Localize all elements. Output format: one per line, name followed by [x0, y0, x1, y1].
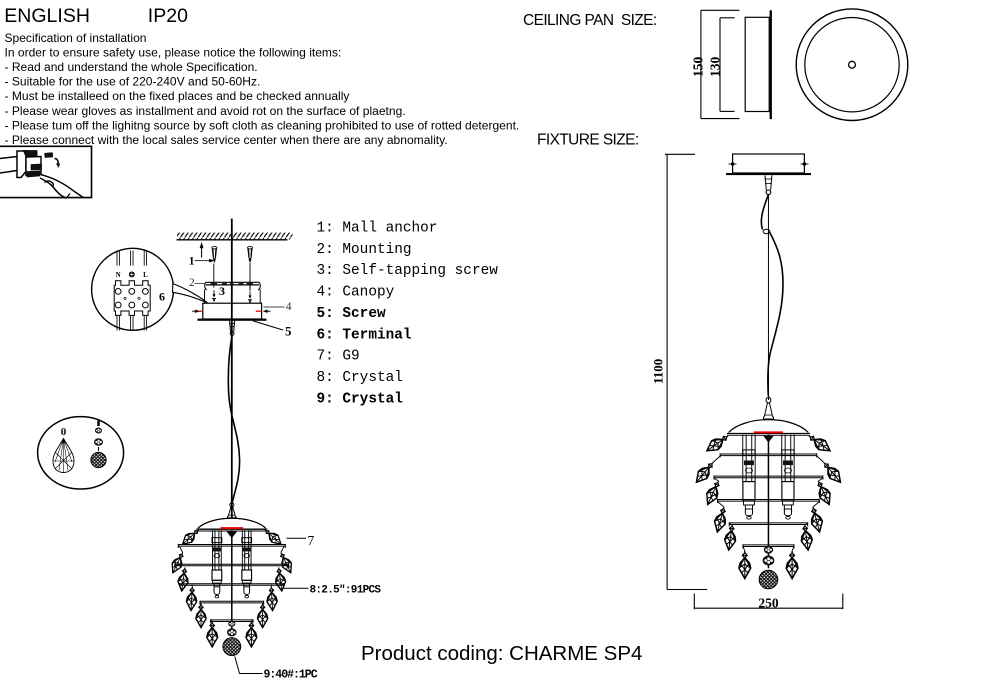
svg-text:150: 150 [691, 57, 706, 78]
svg-text:4: 4 [286, 301, 292, 313]
svg-text:6: 6 [159, 289, 165, 303]
svg-text:4: Canopy: 4: Canopy [317, 285, 395, 301]
svg-text:In order to ensure safety use,: In order to ensure safety use, please no… [5, 46, 342, 60]
svg-text:N: N [116, 271, 121, 279]
svg-text:Specification of installation: Specification of installation [5, 31, 147, 45]
svg-text:1: 1 [189, 255, 195, 267]
svg-text:8: Crystal: 8: Crystal [317, 370, 403, 386]
svg-text:9:40#:1PC: 9:40#:1PC [264, 669, 318, 682]
svg-text:- Please wear gloves as instal: - Please wear gloves as installment and … [5, 104, 406, 118]
svg-text:Product coding: CHARME SP4: Product coding: CHARME SP4 [361, 642, 642, 665]
svg-text:5: Screw: 5: Screw [317, 306, 386, 322]
svg-text:FIXTURE SIZE:: FIXTURE SIZE: [537, 132, 639, 149]
svg-text:CEILING PAN SIZE:: CEILING PAN SIZE: [523, 12, 657, 29]
svg-text:6: Terminal: 6: Terminal [317, 327, 412, 343]
svg-text:3: 3 [219, 284, 225, 298]
svg-text:- Please tum off the lighitng: - Please tum off the lighitng source by … [5, 118, 520, 132]
svg-text:9: Crystal: 9: Crystal [317, 391, 404, 407]
svg-text:2: Mounting: 2: Mounting [317, 242, 412, 258]
svg-text:7: G9: 7: G9 [317, 349, 360, 365]
svg-text:- Must be installeed on the fi: - Must be installeed on the fixed places… [5, 89, 350, 103]
svg-text:7: 7 [308, 533, 315, 548]
svg-text:130: 130 [708, 57, 723, 78]
svg-text:- Please connect with the loca: - Please connect with the local sales se… [5, 133, 448, 147]
svg-text:2: 2 [189, 277, 195, 289]
svg-text:ENGLISH: ENGLISH [4, 5, 90, 27]
svg-text:250: 250 [758, 596, 779, 611]
svg-text:IP20: IP20 [148, 5, 188, 27]
svg-text:1100: 1100 [651, 359, 666, 384]
svg-text:- Read and understand the whol: - Read and understand the whole Specific… [5, 60, 258, 74]
svg-text:5: 5 [285, 323, 292, 338]
svg-text:3: Self-tapping screw: 3: Self-tapping screw [317, 263, 499, 279]
svg-text:L: L [143, 271, 148, 279]
svg-text:- Suitable for the use of 220-: - Suitable for the use of 220-240V and 5… [5, 75, 261, 89]
svg-text:8:2.5″:91PCS: 8:2.5″:91PCS [310, 585, 382, 597]
svg-text:1: Mall anchor: 1: Mall anchor [317, 221, 438, 237]
